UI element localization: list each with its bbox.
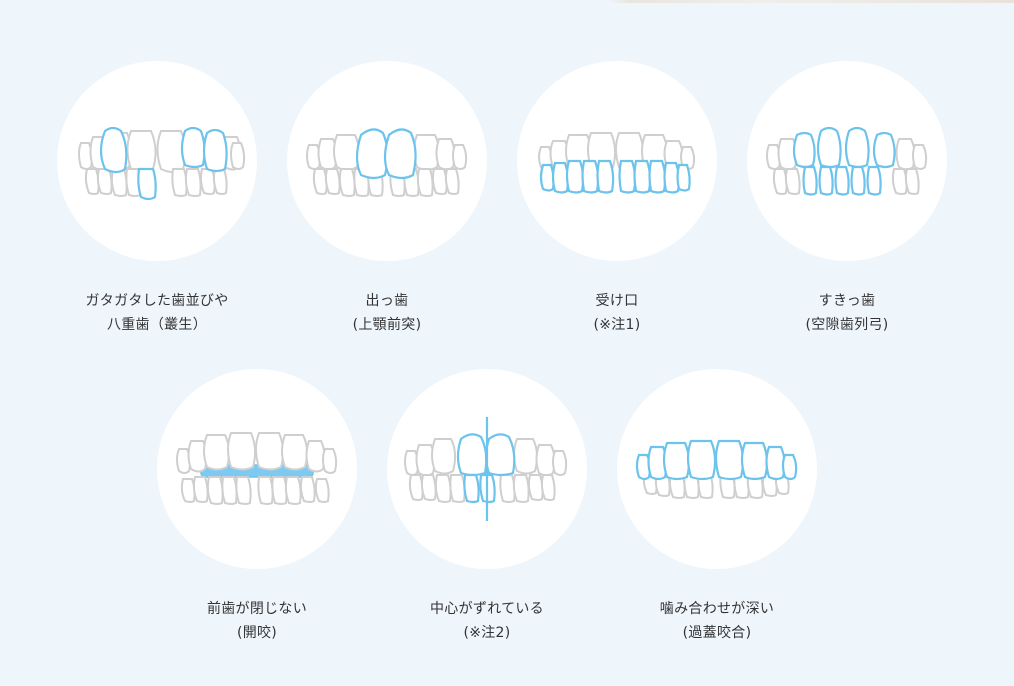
card-title: 噛み合わせが深い xyxy=(659,601,775,617)
teeth-illustration-protruding xyxy=(287,61,487,261)
card-midline-shift: 中心がずれている (※注2) xyxy=(367,369,607,645)
card-title: すきっ歯 xyxy=(818,293,876,309)
card-label: 受け口 (※注1) xyxy=(497,289,737,337)
card-label: すきっ歯 (空隙歯列弓) xyxy=(727,289,967,337)
card-title: 中心がずれている xyxy=(430,601,544,617)
card-subtitle: (過蓋咬合) xyxy=(682,625,752,641)
teeth-illustration-underbite xyxy=(517,61,717,261)
card-crowded-teeth: ガタガタした歯並びや 八重歯（叢生） xyxy=(37,61,277,337)
teeth-illustration-open-bite xyxy=(157,369,357,569)
teeth-illustration-midline-shift xyxy=(387,369,587,569)
card-title: 前歯が閉じない xyxy=(206,601,308,617)
top-banner-edge xyxy=(0,0,1014,3)
card-label: 出っ歯 (上顎前突) xyxy=(267,289,507,337)
card-label: ガタガタした歯並びや 八重歯（叢生） xyxy=(37,289,277,337)
card-protruding-teeth: 出っ歯 (上顎前突) xyxy=(267,61,507,337)
card-underbite: 受け口 (※注1) xyxy=(497,61,737,337)
teeth-illustration-deep-bite xyxy=(617,369,817,569)
card-gapped-teeth: すきっ歯 (空隙歯列弓) xyxy=(727,61,967,337)
card-open-bite: 前歯が閉じない (開咬) xyxy=(137,369,377,645)
teeth-illustration-crowded xyxy=(57,61,257,261)
card-subtitle: 八重歯（叢生） xyxy=(106,317,208,333)
card-title: 出っ歯 xyxy=(365,293,409,309)
card-subtitle: (※注1) xyxy=(593,317,641,333)
card-subtitle: (上顎前突) xyxy=(352,317,422,333)
card-label: 前歯が閉じない (開咬) xyxy=(137,597,377,645)
card-title: ガタガタした歯並びや xyxy=(85,293,229,309)
card-deep-bite: 噛み合わせが深い (過蓋咬合) xyxy=(597,369,837,645)
card-subtitle: (空隙歯列弓) xyxy=(805,317,889,333)
card-subtitle: (※注2) xyxy=(463,625,511,641)
card-title: 受け口 xyxy=(595,293,639,309)
card-label: 中心がずれている (※注2) xyxy=(367,597,607,645)
teeth-illustration-gapped xyxy=(747,61,947,261)
card-subtitle: (開咬) xyxy=(236,625,278,641)
card-label: 噛み合わせが深い (過蓋咬合) xyxy=(597,597,837,645)
